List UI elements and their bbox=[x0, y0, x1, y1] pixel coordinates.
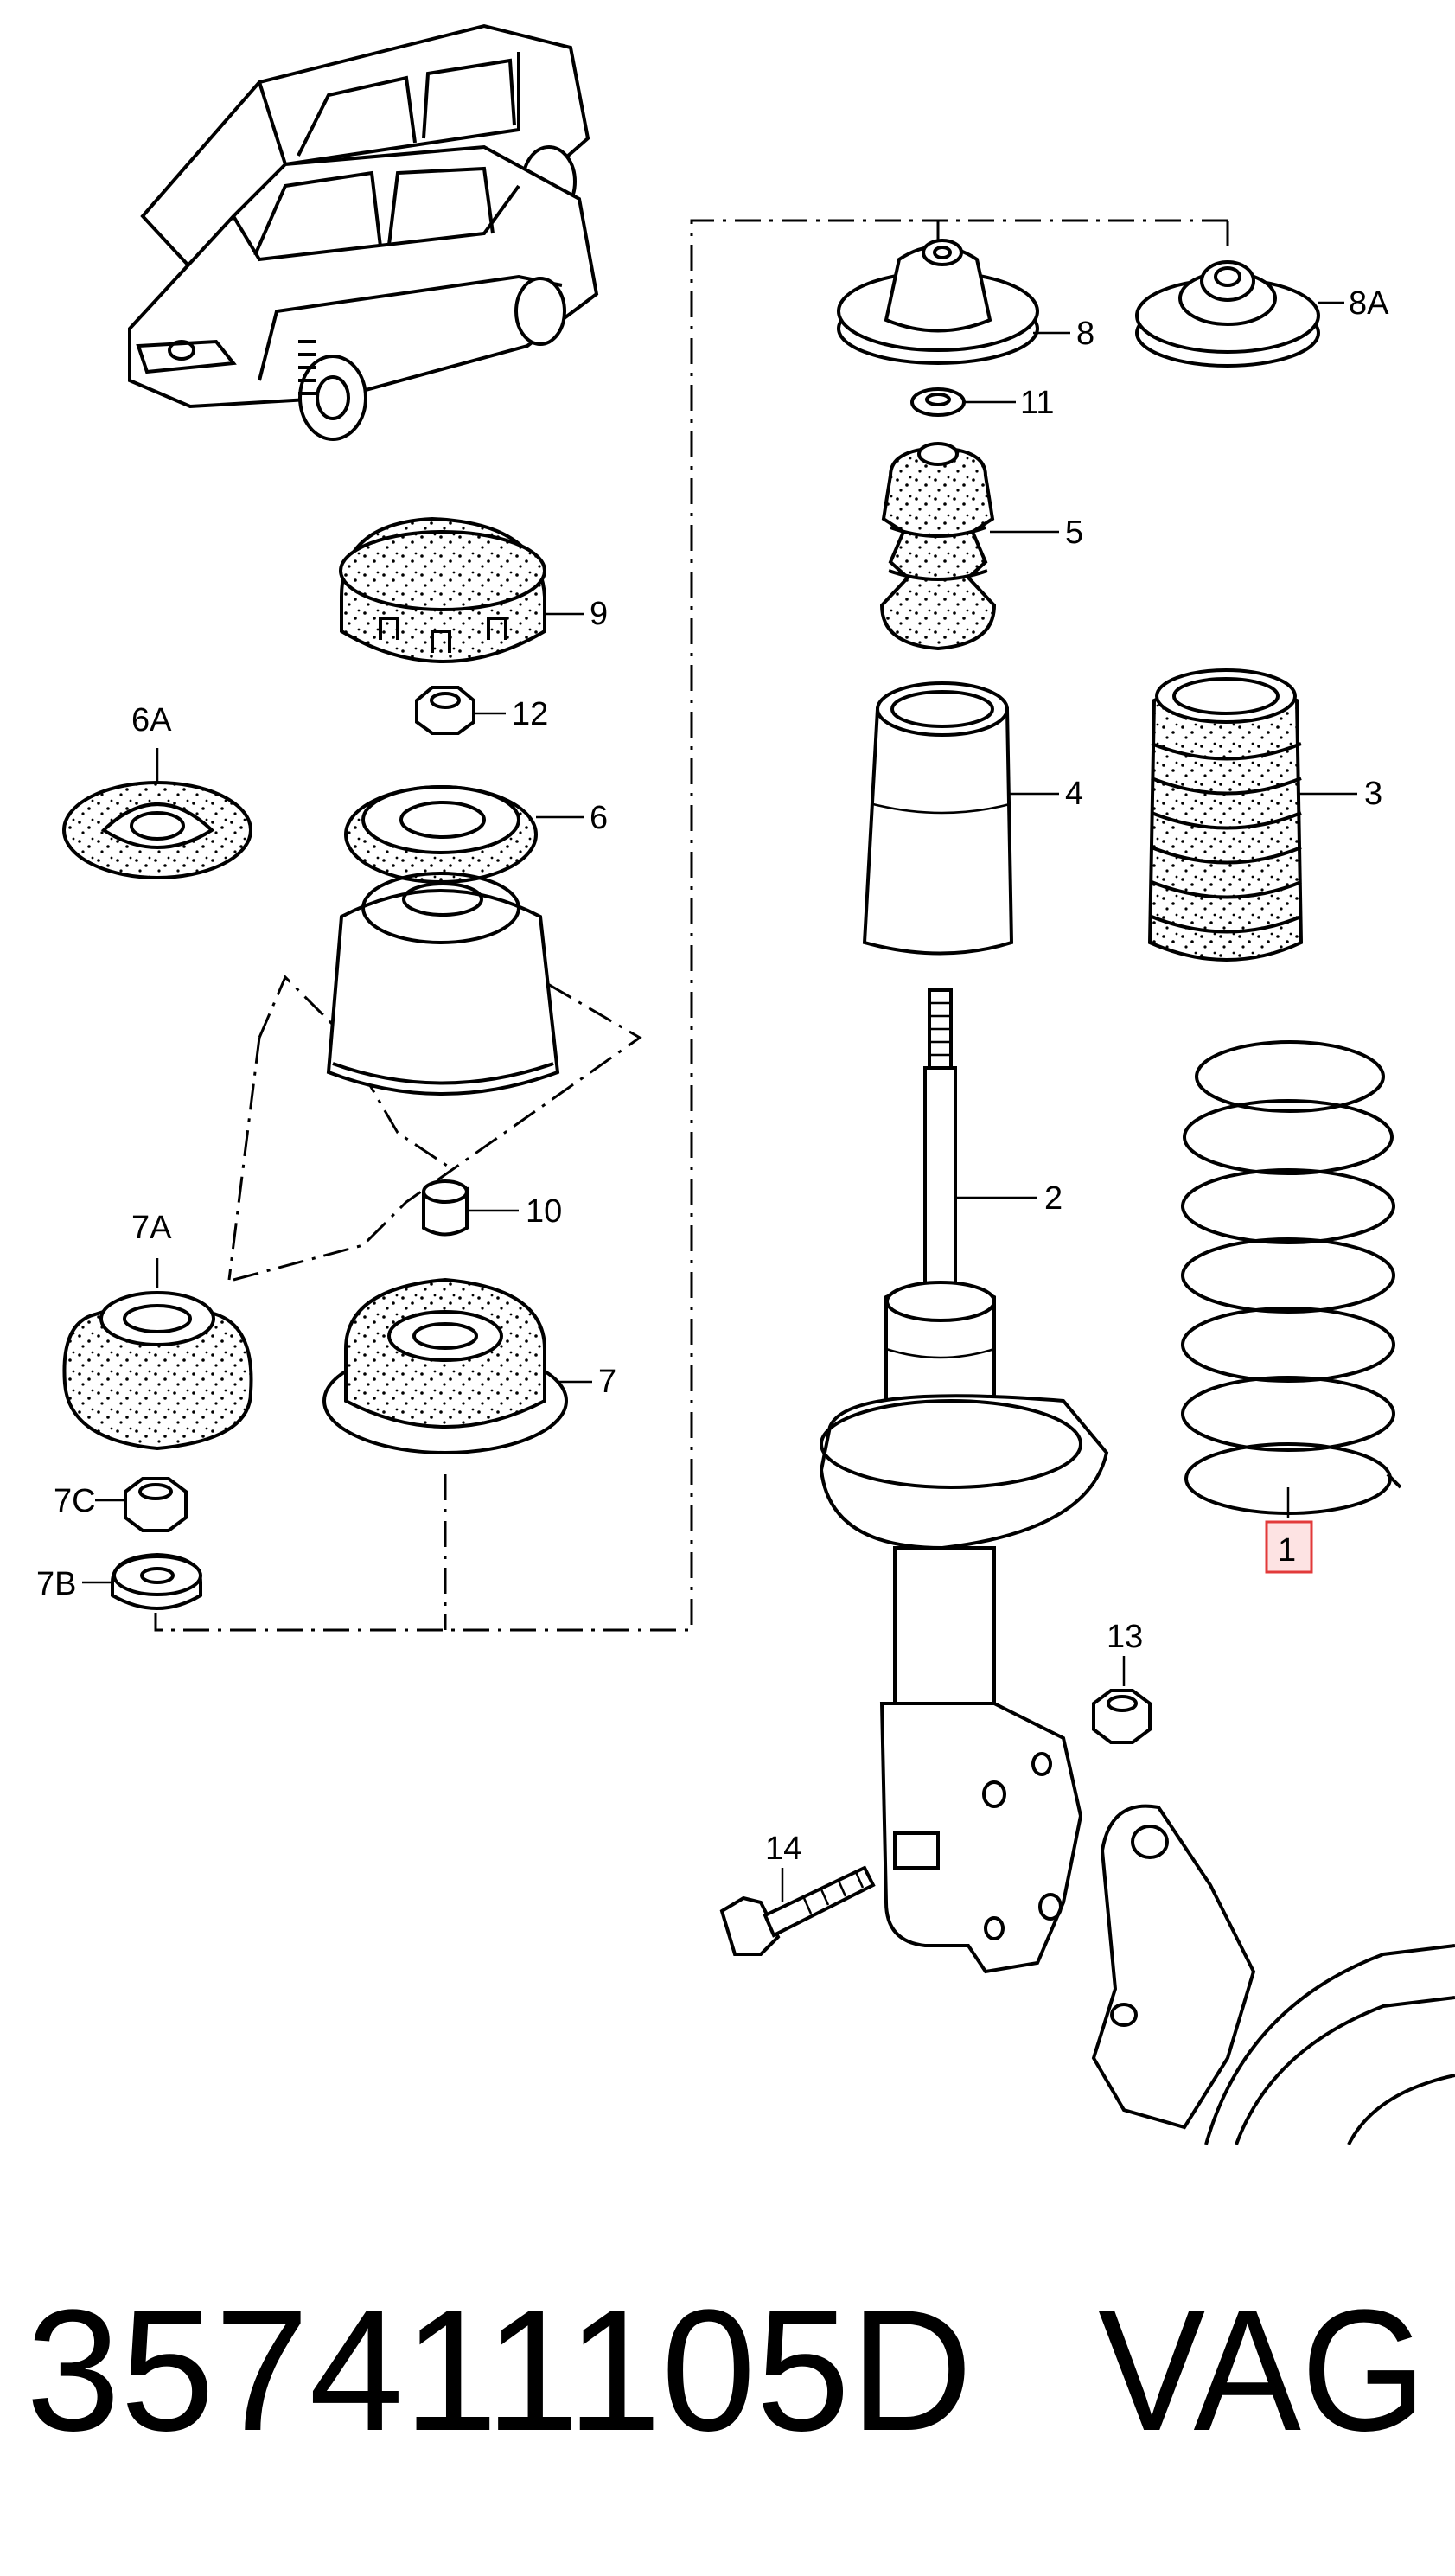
callout-7a[interactable]: 7A bbox=[131, 1210, 172, 1246]
leader-lines bbox=[82, 301, 1357, 1902]
nut-12 bbox=[415, 686, 475, 735]
callout-4[interactable]: 4 bbox=[1065, 776, 1083, 812]
callout-labels: 1 2 3 4 5 6 6A 7 7A 7B 7C 8 8A 9 10 11 1… bbox=[36, 285, 1389, 1867]
callout-13[interactable]: 13 bbox=[1107, 1619, 1143, 1655]
washer-7b bbox=[111, 1552, 202, 1610]
callout-6a[interactable]: 6A bbox=[131, 702, 172, 738]
part-number: 357411105D bbox=[26, 2274, 973, 2467]
spring-pad-6 bbox=[344, 785, 538, 884]
top-mount-8 bbox=[837, 239, 1039, 365]
callout-7[interactable]: 7 bbox=[598, 1364, 616, 1400]
bump-stop-5 bbox=[879, 442, 997, 651]
nut-13 bbox=[1092, 1689, 1152, 1744]
bellows-3 bbox=[1147, 668, 1304, 962]
callout-14[interactable]: 14 bbox=[765, 1831, 801, 1867]
bolt-14 bbox=[719, 1865, 876, 1956]
brand-name: VAG bbox=[1098, 2274, 1426, 2467]
top-mount-8a bbox=[1135, 260, 1320, 368]
protective-sleeve-4 bbox=[862, 681, 1014, 956]
dust-housing bbox=[326, 872, 560, 1096]
strut-mount-7a bbox=[62, 1291, 253, 1451]
strut-2 bbox=[819, 988, 1109, 1974]
vehicle-illustration bbox=[128, 23, 599, 441]
wheel-knuckle bbox=[1091, 1804, 1455, 2145]
callout-11[interactable]: 11 bbox=[1020, 385, 1054, 421]
callout-3[interactable]: 3 bbox=[1364, 776, 1382, 812]
callout-1[interactable]: 1 bbox=[1278, 1532, 1296, 1569]
sleeve-10 bbox=[422, 1179, 469, 1237]
strut-mount-7 bbox=[322, 1277, 568, 1454]
coil-spring-1 bbox=[1181, 1040, 1402, 1515]
cap-9 bbox=[339, 516, 546, 663]
spring-pad-6a bbox=[62, 781, 252, 879]
assembly-frame-lines bbox=[154, 219, 1229, 1632]
callout-9[interactable]: 9 bbox=[590, 596, 608, 632]
caption: 357411105D VAG bbox=[26, 2274, 1426, 2467]
callout-highlight-box bbox=[1265, 1520, 1313, 1574]
callout-8[interactable]: 8 bbox=[1076, 316, 1094, 352]
callout-7b[interactable]: 7B bbox=[36, 1566, 76, 1602]
washer-11 bbox=[910, 387, 966, 417]
callout-10[interactable]: 10 bbox=[526, 1193, 562, 1230]
callout-12[interactable]: 12 bbox=[512, 696, 548, 732]
callout-7c[interactable]: 7C bbox=[54, 1483, 96, 1519]
callout-8a[interactable]: 8A bbox=[1349, 285, 1389, 322]
callout-2[interactable]: 2 bbox=[1044, 1180, 1063, 1217]
callout-5[interactable]: 5 bbox=[1065, 515, 1083, 551]
nut-7c bbox=[124, 1477, 188, 1532]
callout-6[interactable]: 6 bbox=[590, 800, 608, 836]
